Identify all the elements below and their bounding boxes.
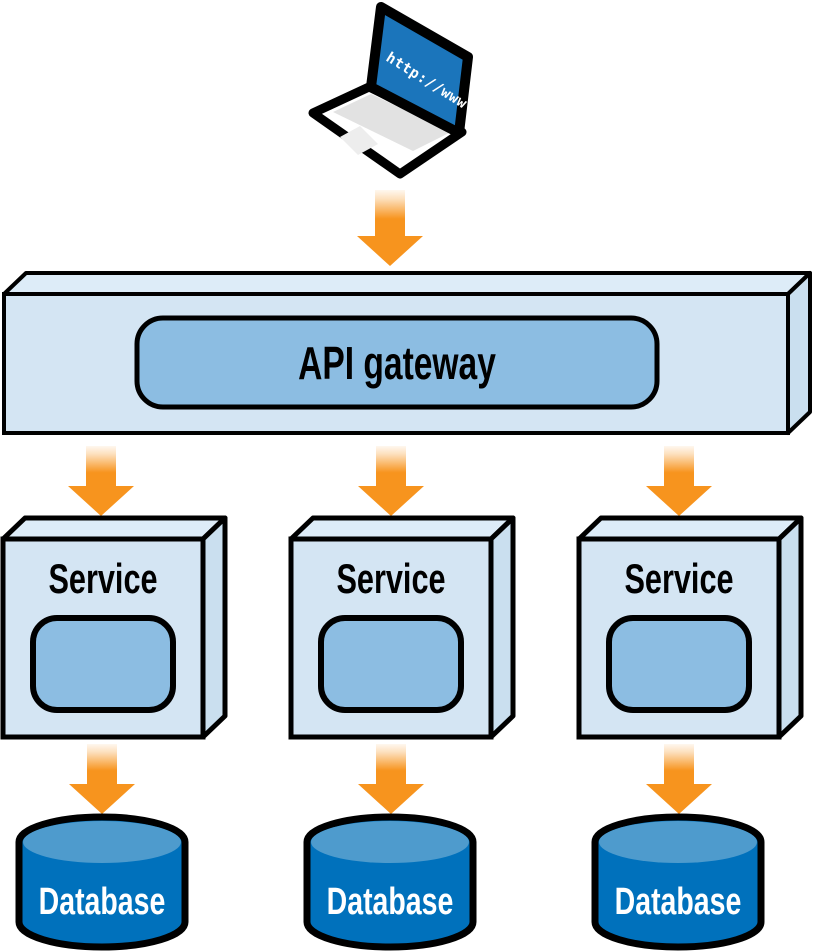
database-label: Database <box>327 881 454 923</box>
service-label: Service <box>624 555 733 602</box>
database-top <box>23 821 181 863</box>
service-inner-panel <box>606 615 752 713</box>
database-top <box>599 821 757 863</box>
laptop-trackpad <box>340 126 378 155</box>
service-box-side-face <box>776 515 804 740</box>
laptop-icon: http://www <box>308 2 473 179</box>
service-box-top-face <box>576 515 804 542</box>
service-box-top-face <box>0 515 228 542</box>
arrow-client-to-gateway-icon <box>357 190 423 266</box>
service-box-top-face <box>288 515 516 542</box>
arrow-service-3-to-database-icon <box>646 744 712 814</box>
api-gateway-inner-panel <box>134 315 660 410</box>
service-label: Service <box>336 555 445 602</box>
laptop-screen <box>366 2 473 138</box>
arrow-service-2-to-database-icon <box>358 744 424 814</box>
arrow-gateway-to-service-1-icon <box>68 446 134 516</box>
database-cylinder-3: Database <box>591 813 765 951</box>
service-box-1: Service <box>0 515 228 740</box>
database-top <box>311 821 469 863</box>
database-label: Database <box>39 881 166 923</box>
service-box-side-face <box>488 515 516 740</box>
service-inner-panel <box>30 615 176 713</box>
service-box-2: Service <box>288 515 516 740</box>
service-label: Service <box>48 555 157 602</box>
arrow-gateway-to-service-3-icon <box>646 446 712 516</box>
api-gateway-box-top-face <box>2 271 812 296</box>
database-cylinder-1: Database <box>15 813 189 951</box>
laptop-keyboard <box>333 94 451 151</box>
service-box-side-face <box>200 515 228 740</box>
service-box-3: Service <box>576 515 804 740</box>
api-gateway-box-side-face <box>786 271 812 435</box>
database-cylinder-2: Database <box>303 813 477 951</box>
api-gateway-label: API gateway <box>298 338 496 389</box>
api-gateway-box: API gateway <box>2 271 812 435</box>
service-inner-panel <box>318 615 464 713</box>
arrow-service-1-to-database-icon <box>69 744 135 814</box>
arrow-gateway-to-service-2-icon <box>358 446 424 516</box>
database-label: Database <box>615 881 742 923</box>
